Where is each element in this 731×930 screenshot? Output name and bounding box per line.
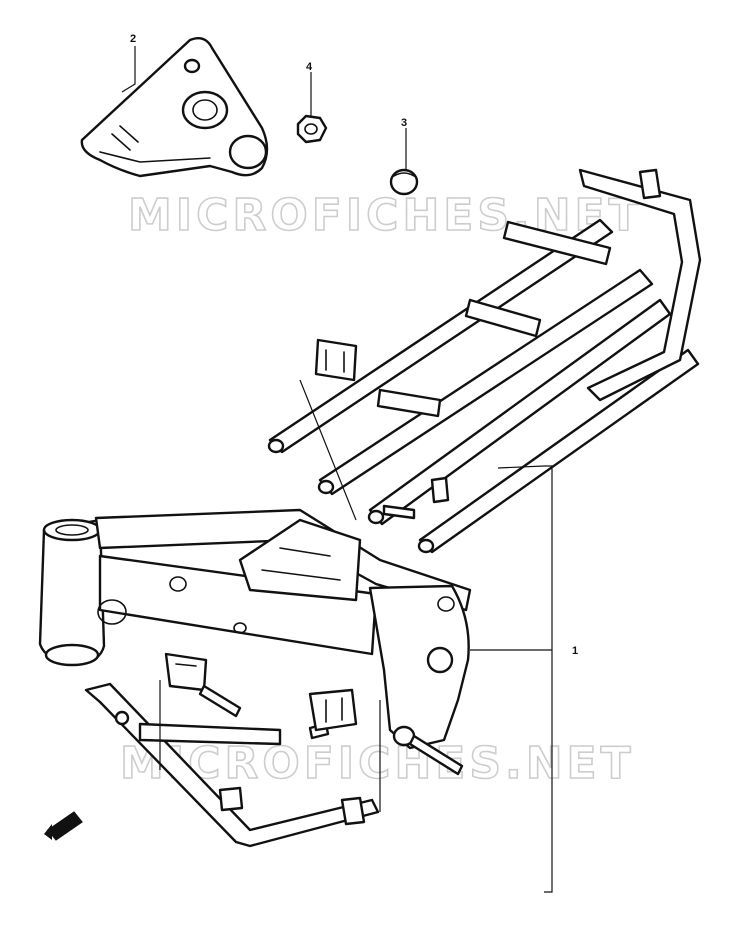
callout-4: 4 (306, 61, 313, 73)
callout-2: 2 (130, 33, 136, 45)
leader-lines (121, 46, 553, 893)
callout-1: 1 (572, 645, 578, 657)
rear-subframe[interactable] (267, 168, 702, 554)
mount-plate-part[interactable] (80, 37, 269, 178)
main-frame[interactable] (38, 508, 472, 848)
front-arrow-icon (44, 811, 83, 841)
watermark-top: MICROFICHES.NET (128, 190, 643, 241)
nut-part[interactable] (296, 114, 328, 144)
plug-part[interactable] (389, 168, 419, 196)
callout-3: 3 (401, 117, 407, 129)
